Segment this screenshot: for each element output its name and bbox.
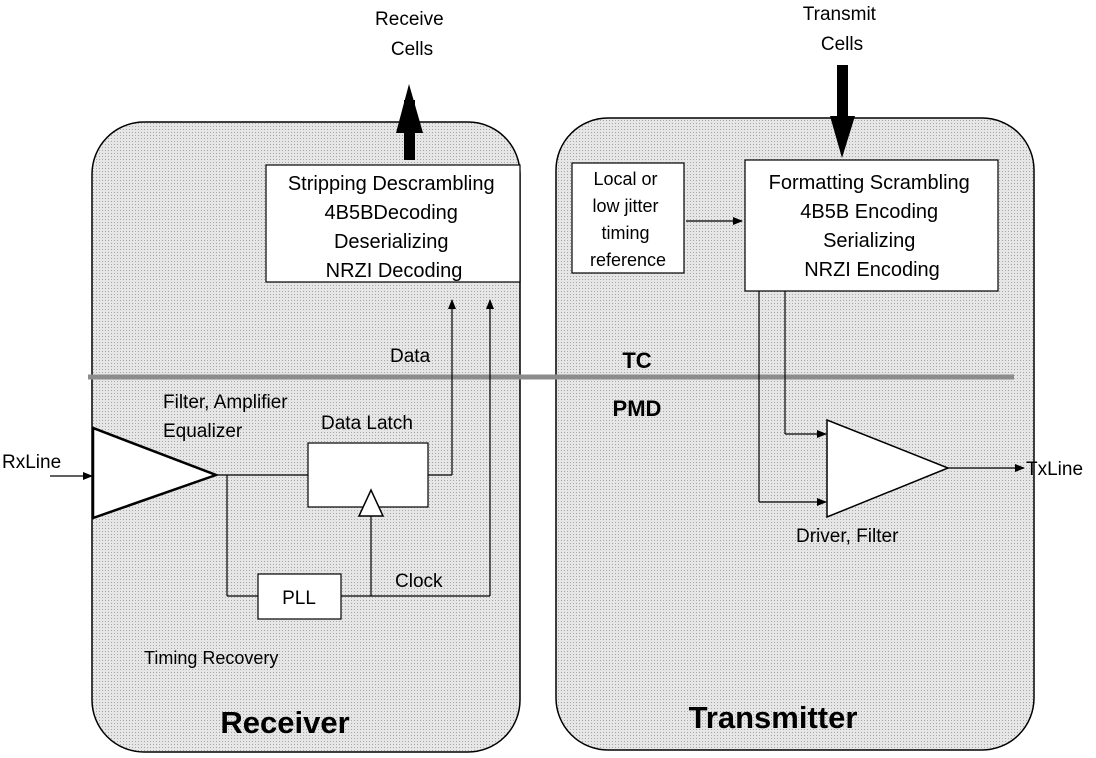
encoder-text: Formatting Scrambling 4B5B Encoding Seri… [769, 172, 976, 281]
receiver-wires [216, 299, 494, 597]
transmit-cells-label: Transmit Cells [803, 4, 881, 55]
transmitter-wires [758, 291, 827, 506]
filter-amplifier-label: Filter, Amplifier Equalizer [163, 392, 293, 442]
tc-label: TC [622, 348, 651, 373]
pll-box [257, 573, 342, 620]
amplifier-triangle [91, 426, 220, 520]
data-latch-label: Data Latch [321, 413, 413, 434]
driver-filter-label: Driver, Filter [796, 526, 899, 547]
timing-recovery-label: Timing Recovery [144, 648, 278, 668]
decoder-box [265, 164, 521, 283]
rxline-label: RxLine [2, 452, 61, 473]
timing-reference-text: Local or low jitter timing reference [590, 169, 666, 270]
receiver-title: Receiver [220, 705, 349, 740]
receive-cells-label: Receive Cells [375, 9, 449, 60]
driver-triangle [826, 418, 951, 519]
receive-cells-arrow [396, 84, 423, 160]
transmitter-title: Transmitter [689, 700, 858, 735]
encoder-box [744, 159, 999, 292]
txline-label: TxLine [1026, 459, 1083, 480]
data-label: Data [390, 346, 431, 367]
clock-label: Clock [395, 571, 443, 592]
clock-input-triangle [357, 488, 385, 517]
timing-reference-box [571, 162, 685, 274]
pmd-label: PMD [613, 396, 662, 421]
pll-label: PLL [282, 588, 316, 609]
transmit-cells-arrow [830, 65, 855, 158]
decoder-text: Stripping Descrambling 4B5BDecoding Dese… [288, 173, 500, 282]
